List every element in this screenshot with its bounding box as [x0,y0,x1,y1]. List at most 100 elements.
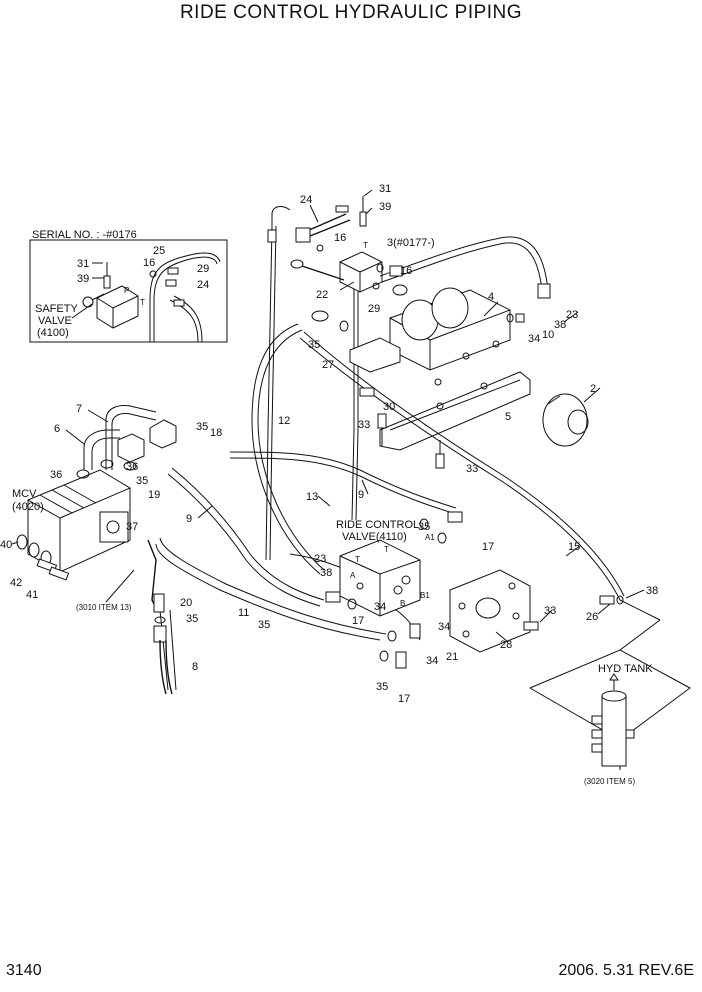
svg-text:16: 16 [334,232,346,244]
svg-text:16: 16 [143,257,155,269]
svg-text:36: 36 [126,461,138,473]
svg-text:42: 42 [10,577,22,589]
svg-text:P: P [124,286,129,295]
svg-text:24: 24 [300,194,312,206]
svg-text:12: 12 [278,415,290,427]
svg-text:34: 34 [438,621,450,633]
svg-text:T: T [363,241,368,250]
part-labels: 24 31 39 16 3(#0177-) 16 22 29 4 23 38 1… [0,183,658,705]
svg-text:15: 15 [568,541,580,553]
svg-text:40: 40 [0,539,12,551]
hose-8: (3010 ITEM 13) [76,569,173,695]
serial-label: SERIAL NO. : -#0176 [32,229,137,241]
svg-text:35: 35 [258,619,270,631]
ride-control-valve: T A A1 B B1 T [325,511,539,669]
svg-text:31: 31 [379,183,391,195]
ref-3-serial: 3(#0177-) [387,237,435,249]
ride-control-label: RIDE CONTROL [336,519,419,531]
svg-text:SAFETY: SAFETY [35,303,78,315]
hose-top-right [379,236,551,299]
svg-text:(4020): (4020) [12,501,44,513]
svg-text:VALVE: VALVE [38,315,72,327]
svg-text:33: 33 [544,605,556,617]
svg-text:T: T [384,545,389,554]
main-hoses [147,331,625,691]
svg-text:24: 24 [197,279,209,291]
svg-text:21: 21 [446,651,458,663]
accumulator-assembly [349,287,589,451]
mcv-block: MCV (4020) [12,469,131,581]
svg-text:37: 37 [126,521,138,533]
svg-text:39: 39 [77,273,89,285]
pipe-15-end [599,595,624,605]
svg-text:B1: B1 [420,591,430,600]
svg-text:7: 7 [76,403,82,415]
svg-text:17: 17 [482,541,494,553]
page-number: 3140 [6,962,42,979]
svg-text:35: 35 [308,339,320,351]
svg-text:27: 27 [322,359,334,371]
page-title: RIDE CONTROL HYDRAULIC PIPING [179,2,523,23]
svg-text:34: 34 [528,333,540,345]
svg-text:19: 19 [148,489,160,501]
svg-text:10: 10 [542,329,554,341]
svg-text:T: T [355,555,360,564]
svg-text:18: 18 [210,427,222,439]
svg-text:VALVE(4110): VALVE(4110) [342,531,407,543]
vertical-pipes [265,206,359,561]
svg-text:4: 4 [488,291,494,303]
svg-text:34: 34 [426,655,438,667]
svg-text:11: 11 [238,607,249,619]
svg-text:9: 9 [358,489,364,501]
inset-label-25: 25 [153,245,165,257]
svg-text:6: 6 [54,423,60,435]
svg-text:35: 35 [418,521,430,533]
serial-inset: SERIAL NO. : -#0176 P T 25 16 29 31 39 2… [29,229,228,343]
svg-text:36: 36 [50,469,62,481]
mcv-label: MCV [12,488,37,500]
svg-text:38: 38 [320,567,332,579]
hyd-tank: HYD TANK (3020 ITEM 5) [529,599,691,786]
svg-text:28: 28 [500,639,512,651]
revision-date: 2006. 5.31 REV.6E [558,962,694,979]
svg-text:9: 9 [186,513,192,525]
svg-text:39: 39 [379,201,391,213]
svg-text:38: 38 [554,319,566,331]
svg-text:23: 23 [314,553,326,565]
svg-text:26: 26 [586,611,598,623]
ref-3010: (3010 ITEM 13) [76,603,132,612]
svg-text:A1: A1 [425,533,435,542]
svg-text:35: 35 [136,475,148,487]
svg-text:16: 16 [400,265,412,277]
svg-text:34: 34 [374,601,386,613]
svg-text:17: 17 [398,693,410,705]
svg-text:17: 17 [352,615,364,627]
svg-text:29: 29 [368,303,380,315]
svg-text:20: 20 [180,597,192,609]
svg-text:33: 33 [358,419,370,431]
svg-text:38: 38 [646,585,658,597]
svg-text:30: 30 [383,401,395,413]
svg-text:(4100): (4100) [37,327,69,339]
bolts [311,263,525,469]
svg-text:33: 33 [466,463,478,475]
svg-text:2: 2 [590,383,596,395]
svg-text:41: 41 [26,589,38,601]
svg-text:35: 35 [186,613,198,625]
svg-text:B: B [400,599,405,608]
svg-text:A: A [350,571,356,580]
hose-loop-12 [251,323,325,575]
hyd-tank-label: HYD TANK [598,663,653,675]
mcv-upper-fittings [76,405,177,479]
ref-3020: (3020 ITEM 5) [584,777,635,786]
svg-text:5: 5 [505,411,511,423]
selector-valve-3: T [290,196,383,293]
svg-text:T: T [140,298,145,307]
svg-text:13: 13 [306,491,318,503]
svg-text:8: 8 [192,661,198,673]
svg-text:29: 29 [197,263,209,275]
svg-text:22: 22 [316,289,328,301]
svg-text:35: 35 [376,681,388,693]
svg-text:35: 35 [196,421,208,433]
